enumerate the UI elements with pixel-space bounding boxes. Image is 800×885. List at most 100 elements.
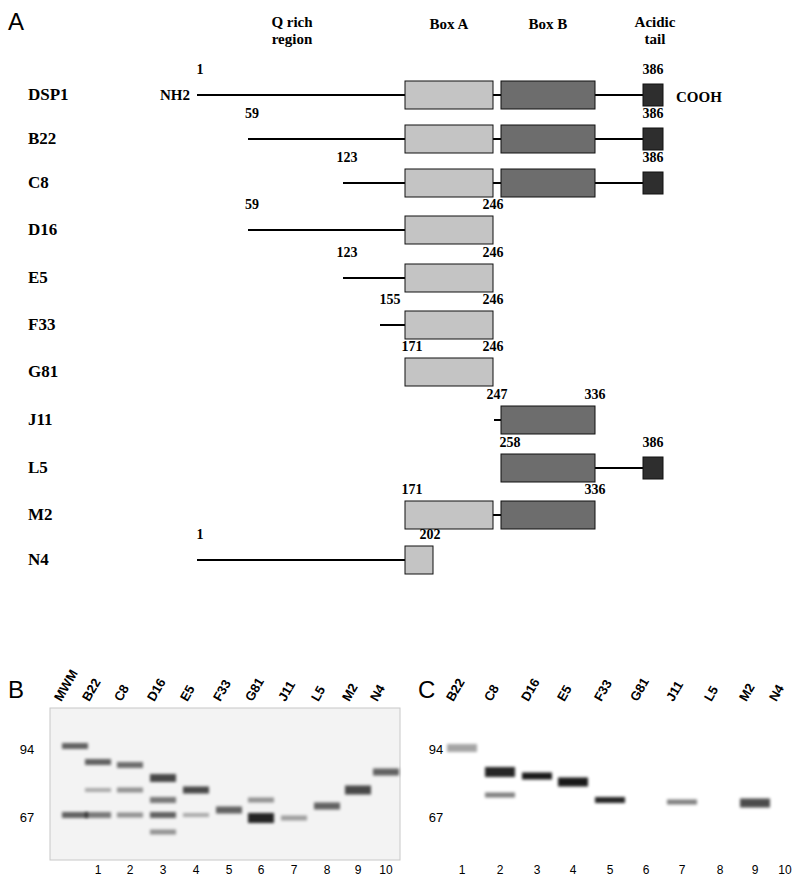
lane-number: 7 [679,864,686,877]
gel-band [248,798,274,803]
residue-number: 171 [402,339,423,354]
domain-heading: Box A [430,16,469,33]
box-a-domain [405,216,493,244]
construct-row [405,358,493,386]
size-marker: 67 [429,811,443,825]
western-blot [447,744,770,808]
residue-number: 59 [245,197,259,212]
lane-number: 3 [534,864,541,877]
acidic-tail [643,84,663,106]
box-a-domain [405,264,493,292]
size-marker: 67 [20,811,34,825]
gel-band [150,774,176,782]
lane-number: 5 [226,864,233,877]
lane-label: N4 [767,682,788,704]
residue-number: 171 [402,482,423,497]
sequence-line [248,229,405,231]
construct-name: F33 [28,316,55,335]
lane-number: 1 [459,864,466,877]
terminus-label: COOH [676,89,722,106]
residue-number: 246 [483,197,504,212]
lane-label: F33 [592,677,616,704]
lane-label: E5 [178,683,198,704]
construct-name: N4 [28,551,49,570]
residue-number: 123 [337,150,358,165]
gel-band [117,813,143,818]
region-heading: Q rich region [256,14,328,47]
sequence-line [595,467,643,469]
acidic-tail [643,457,663,479]
gel-band [373,769,399,776]
lane-label: C8 [482,682,503,704]
blot-band [485,793,515,798]
gel-band [345,786,371,795]
terminus-label: NH2 [160,87,190,104]
residue-number: 59 [245,106,259,121]
size-marker: 94 [429,743,443,757]
residue-number: 336 [585,482,606,497]
blot-band [667,800,697,805]
gel-band [314,803,340,810]
lane-label: F33 [211,677,235,704]
residue-number: 386 [643,150,664,165]
residue-number: 246 [483,292,504,307]
construct-name: M2 [28,506,53,525]
residue-number: 246 [483,339,504,354]
lane-label: G81 [628,676,653,704]
blot-band [558,778,588,787]
lane-label: M2 [737,681,758,704]
box-b-domain [501,454,595,482]
lane-number: 4 [193,864,200,877]
residue-number: 123 [337,245,358,260]
lane-label: C8 [112,682,133,704]
lane-number: 7 [291,864,298,877]
lane-label: D16 [519,676,543,704]
gel-band [85,788,111,792]
sequence-line [343,277,405,279]
gel-background [50,708,400,860]
residue-number: 336 [585,387,606,402]
sequence-line [494,419,501,421]
acidic-tail [643,128,663,150]
lane-number: 9 [752,864,759,877]
domain-heading: Box B [529,16,568,33]
gel-band [183,813,209,817]
residue-number: 155 [380,292,401,307]
lane-label: N4 [368,682,389,704]
lane-number: 5 [607,864,614,877]
sequence-line [493,514,501,516]
lane-number: 6 [258,864,265,877]
lane-label: B22 [80,676,104,704]
lane-label: G81 [243,676,268,704]
construct-row [343,264,493,292]
construct-row [501,454,663,482]
box-a-fragment [405,546,433,574]
lane-number: 2 [127,864,134,877]
lane-label: E5 [555,683,575,704]
box-b-domain [501,169,595,197]
construct-name: C8 [28,174,49,193]
lane-number: 8 [717,864,724,877]
domain-heading: Acidic tail [624,14,686,47]
construct-row [248,125,663,153]
residue-number: 386 [643,435,664,450]
acidic-tail [643,172,663,194]
gel-band [183,787,209,794]
size-marker: 94 [20,743,34,757]
sequence-line [380,324,405,326]
lane-label: B22 [444,676,468,704]
construct-row [405,501,595,529]
residue-number: 386 [643,106,664,121]
sequence-line [197,559,405,561]
construct-name: J11 [28,411,53,430]
gel-band [248,813,274,823]
lane-number: 2 [497,864,504,877]
gel-band [85,812,111,818]
gel-band [281,816,307,821]
construct-row [494,406,595,434]
residue-number: 247 [487,387,508,402]
box-b-domain [501,125,595,153]
lane-number: 8 [324,864,331,877]
